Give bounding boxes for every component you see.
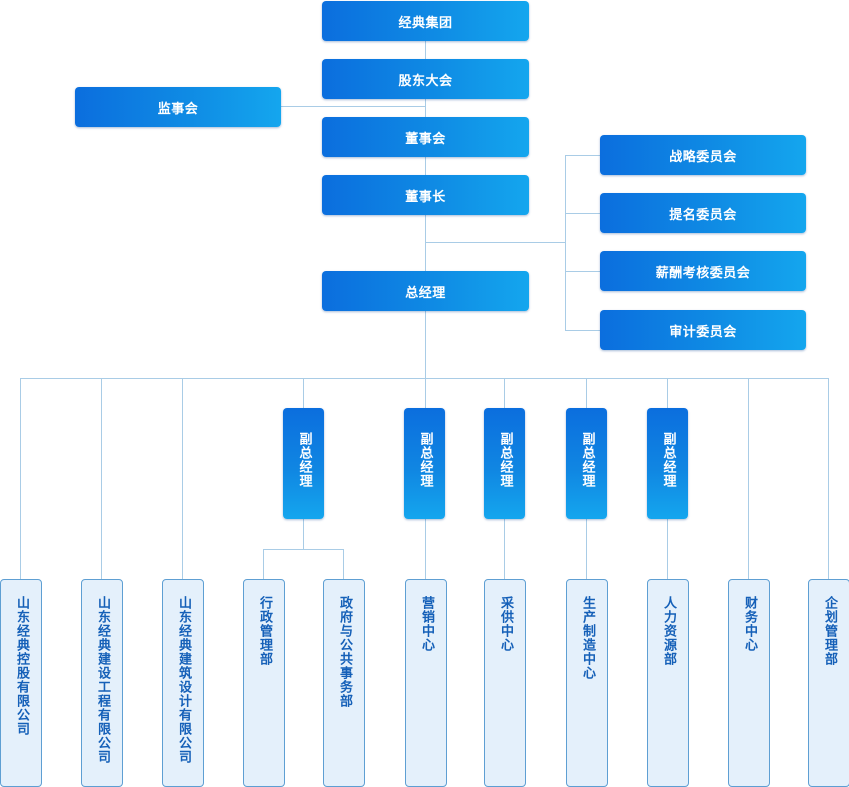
connector-committee-2 [565,213,600,214]
node-vice-gm-label: 副总经理 [660,432,676,488]
node-gm: 总经理 [322,271,529,311]
connector-vgm1-left [263,549,264,579]
node-dept-design: 山东经典建筑设计有限公司 [162,579,204,787]
node-vice-gm-label: 副总经理 [296,432,312,488]
node-vice-gm-4: 副总经理 [566,408,607,519]
node-dept-label: 行政管理部 [257,596,272,666]
node-board-label: 董事会 [405,131,446,147]
connector-departments-bus [20,378,829,379]
node-committee-label: 战略委员会 [669,149,737,165]
node-dept-label: 生产制造中心 [580,596,595,680]
node-dept-public-affairs: 政府与公共事务部 [323,579,365,787]
node-committee-label: 薪酬考核委员会 [655,265,751,281]
node-vice-gm-label: 副总经理 [417,432,433,488]
node-board: 董事会 [322,117,529,157]
node-committee-audit: 审计委员会 [600,310,806,350]
node-dept-procurement: 采供中心 [484,579,526,787]
node-committee-strategy: 战略委员会 [600,135,806,175]
connector-vgm1-split [263,549,344,550]
connector-drop-vgm-1 [303,378,304,408]
node-committee-label: 提名委员会 [669,207,737,223]
node-dept-label: 财务中心 [742,596,757,652]
node-vice-gm-2: 副总经理 [404,408,445,519]
node-committee-nomination: 提名委员会 [600,193,806,233]
node-dept-label: 山东经典建筑设计有限公司 [176,596,191,764]
connector-committees-trunk [565,155,566,330]
node-gm-label: 总经理 [405,285,446,301]
node-dept-holding: 山东经典控股有限公司 [0,579,42,787]
node-dept-marketing: 营销中心 [405,579,447,787]
node-group-label: 经典集团 [398,15,453,31]
node-shareholders-label: 股东大会 [398,73,453,89]
node-vice-gm-3: 副总经理 [484,408,525,519]
node-chairman-label: 董事长 [405,189,446,205]
node-committee-label: 审计委员会 [669,324,737,340]
node-dept-label: 营销中心 [419,596,434,652]
node-chairman: 董事长 [322,175,529,215]
node-dept-admin: 行政管理部 [243,579,285,787]
node-vice-gm-5: 副总经理 [647,408,688,519]
node-dept-manufacturing: 生产制造中心 [566,579,608,787]
node-dept-finance: 财务中心 [728,579,770,787]
node-group: 经典集团 [322,1,529,41]
node-dept-hr: 人力资源部 [647,579,689,787]
node-vice-gm-1: 副总经理 [283,408,324,519]
connector-committee-3 [565,271,600,272]
connector-committee-1 [565,155,600,156]
node-vice-gm-label: 副总经理 [579,432,595,488]
node-dept-planning: 企划管理部 [808,579,849,787]
node-dept-label: 山东经典建设工程有限公司 [95,596,110,764]
node-supervisors-label: 监事会 [157,101,199,117]
node-committee-compensation: 薪酬考核委员会 [600,251,806,291]
node-dept-label: 政府与公共事务部 [337,596,352,708]
connector-committee-4 [565,330,600,331]
connector-vgm1-down [303,519,304,549]
node-dept-label: 人力资源部 [661,596,676,666]
node-dept-label: 采供中心 [498,596,513,652]
connector-vgm1-right [343,549,344,579]
node-dept-label: 企划管理部 [822,596,837,666]
node-dept-label: 山东经典控股有限公司 [14,596,29,736]
node-dept-construction: 山东经典建设工程有限公司 [81,579,123,787]
connector-drop-3 [182,378,183,579]
node-shareholders: 股东大会 [322,59,529,99]
connector-drop-10 [748,378,749,579]
connector-drop-11 [828,378,829,579]
connector-drop-1 [20,378,21,579]
node-vice-gm-label: 副总经理 [497,432,513,488]
node-supervisors: 监事会 [75,87,281,127]
connector-supervisors [281,106,425,107]
connector-drop-2 [101,378,102,579]
connector-committees-branch [425,242,565,243]
